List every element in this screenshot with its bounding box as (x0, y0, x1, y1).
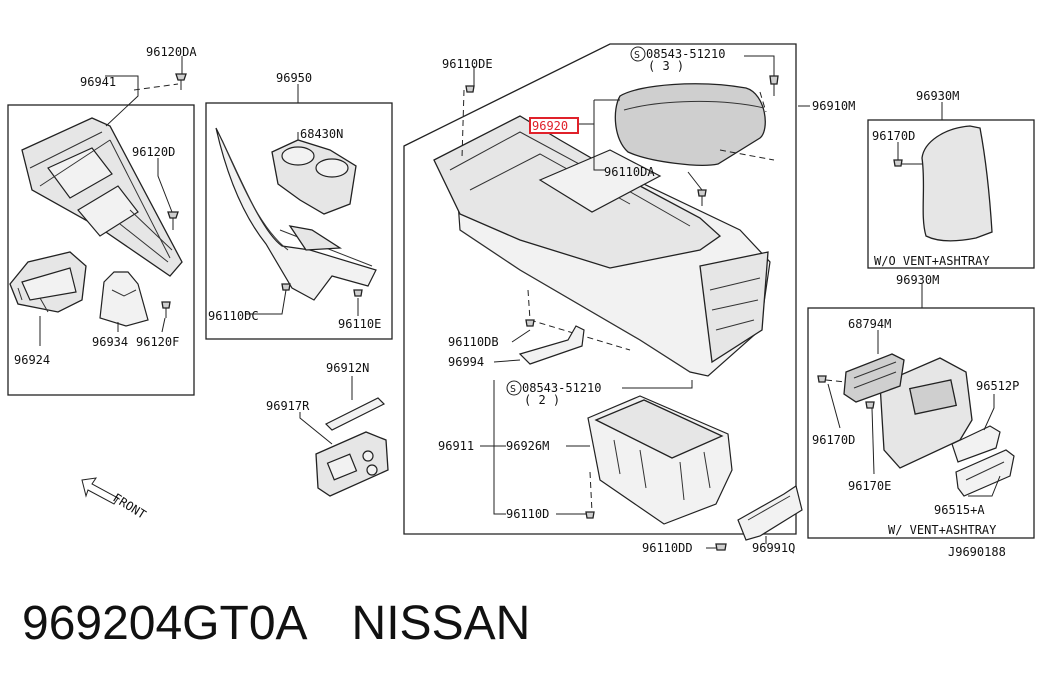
parts-diagram: 96120DA 96941 96120D 96924 96934 96120F … (7, 43, 1035, 559)
label-96110DB: 96110DB (448, 335, 499, 349)
label-96924: 96924 (14, 353, 50, 367)
part-96991Q-rear-bracket[interactable] (737, 485, 803, 541)
label-96950: 96950 (276, 71, 312, 85)
part-96515A-ashtray[interactable] (955, 449, 1015, 497)
label-96110DD: 96110DD (642, 541, 693, 555)
part-96941-bezel[interactable] (21, 117, 183, 277)
drawing-id: J9690188 (948, 545, 1006, 559)
label-68794M: 68794M (848, 317, 891, 331)
part-68430N-cupholder[interactable] (271, 139, 357, 215)
label-96110D: 96110D (506, 507, 549, 521)
footer-caption: 969204GT0A NISSAN (22, 596, 530, 666)
label-96991Q: 96991Q (752, 541, 795, 555)
label-96926M: 96926M (506, 439, 549, 453)
label-96110DA: 96110DA (604, 165, 655, 179)
screw-96170D-top-icon (893, 159, 903, 167)
label-96930M-bot: 96930M (896, 273, 939, 287)
label-w-vent: W/ VENT+ASHTRAY (888, 523, 997, 537)
clip-96120DA-icon (175, 73, 187, 90)
label-08543-mid-qty: ( 2 ) (524, 393, 560, 407)
group-box-96910M (403, 43, 797, 535)
part-96920-armrest-lid[interactable] (614, 83, 766, 166)
part-96994-bracket[interactable] (518, 325, 585, 365)
screw-08543-top-icon (769, 75, 779, 96)
label-96917R: 96917R (266, 399, 310, 413)
part-96930M-cover-vent[interactable] (879, 357, 973, 469)
part-96926M-storage-bin[interactable] (587, 395, 733, 525)
label-96930M-top: 96930M (916, 89, 959, 103)
label-96512P: 96512P (976, 379, 1019, 393)
label-96170E: 96170E (848, 479, 891, 493)
clip-96110DC-icon (281, 283, 291, 291)
label-96920[interactable]: 96920 (532, 119, 568, 133)
label-96170D-bot: 96170D (812, 433, 855, 447)
label-96120F: 96120F (136, 335, 179, 349)
label-08543-top: 08543-51210 (646, 47, 725, 61)
clip-96170E-icon (865, 401, 875, 409)
part-96512P-ashtray-lid[interactable] (951, 425, 1001, 463)
label-96110DC: 96110DC (208, 309, 259, 323)
part-68794M-vent[interactable] (843, 353, 905, 403)
screw-96110DA-icon (697, 189, 707, 206)
screw-96170D-bot-icon (817, 375, 827, 383)
svg-text:S: S (634, 50, 640, 61)
group-box-96950 (205, 102, 393, 340)
part-96950-trim-panel[interactable] (215, 127, 377, 301)
label-96911: 96911 (438, 439, 474, 453)
part-96910M-console-body[interactable] (433, 115, 771, 377)
group-box-wo-vent (867, 119, 1035, 269)
label-96110E: 96110E (338, 317, 381, 331)
part-96934-boot[interactable] (99, 271, 149, 327)
part-96912N-bracket[interactable] (324, 397, 386, 431)
screw-96110DD-icon (715, 543, 727, 551)
part-number: 969204GT0A (22, 597, 308, 650)
label-96515A: 96515+A (934, 503, 985, 517)
screw-96110D-icon (585, 511, 595, 519)
label-96912N: 96912N (326, 361, 369, 375)
label-96910M: 96910M (812, 99, 855, 113)
label-96110DE: 96110DE (442, 57, 493, 71)
label-96120DA: 96120DA (146, 45, 197, 59)
label-96120D: 96120D (132, 145, 175, 159)
label-wo-vent: W/O VENT+ASHTRAY (874, 254, 990, 268)
label-08543-mid: 08543-51210 (522, 381, 601, 395)
badge-08543-mid-icon: S (506, 380, 522, 396)
part-96924-cup[interactable] (9, 251, 87, 313)
label-96994: 96994 (448, 355, 484, 369)
group-box-w-vent (807, 307, 1035, 539)
svg-text:S: S (510, 384, 516, 395)
front-arrow-icon (81, 477, 119, 505)
label-96934: 96934 (92, 335, 128, 349)
part-96917R-cover[interactable] (315, 431, 389, 497)
brand-name: NISSAN (351, 597, 531, 650)
label-96941: 96941 (80, 75, 116, 89)
group-box-96941 (7, 104, 195, 396)
clip-96120D-icon (167, 211, 179, 230)
clip-96110E-icon (353, 289, 363, 297)
part-96930M-cover-plain[interactable] (921, 125, 993, 242)
highlight-96920 (529, 117, 579, 134)
screw-96110DE-icon (465, 85, 475, 93)
screw-96110DB-icon (525, 319, 535, 327)
label-08543-top-qty: ( 3 ) (648, 59, 684, 73)
badge-08543-top-icon: S (630, 46, 646, 62)
label-68430N: 68430N (300, 127, 343, 141)
label-96170D-top: 96170D (872, 129, 915, 143)
clip-96120F-icon (161, 301, 171, 318)
label-front: FRONT (110, 491, 148, 522)
